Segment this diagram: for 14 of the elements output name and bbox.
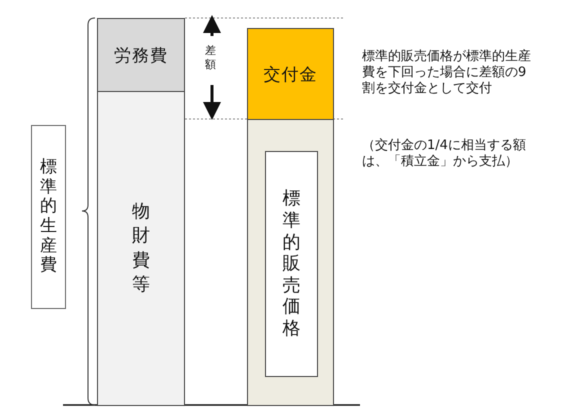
column-segment [247, 28, 334, 120]
note-text: 標準的販売価格が標準的生産費を下回った場合に差額の9割を交付金として交付 [362, 49, 532, 97]
note-text: （交付金の1/4に相当する額は、「積立金」から支払） [362, 138, 527, 170]
column-segment [97, 91, 185, 406]
column-segment [265, 151, 318, 377]
column-bar [247, 119, 334, 406]
dimension-label: 差額 [205, 44, 216, 72]
node-label: 交付金 [264, 64, 318, 86]
node-label: 物財費等 [132, 200, 150, 297]
node-label: 標準的販売価格 [282, 188, 300, 340]
label-box [31, 125, 66, 309]
column-segment [97, 18, 185, 92]
node-label: 標準的生産費 [40, 158, 57, 276]
node-label: 労務費 [114, 44, 168, 66]
